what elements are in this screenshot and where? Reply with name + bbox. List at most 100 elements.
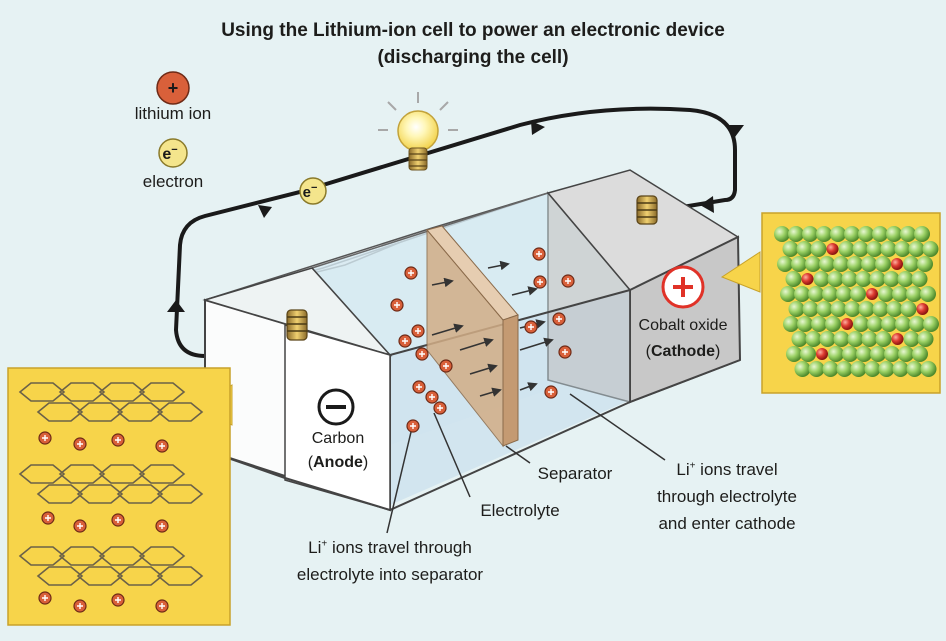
right-callout-line-1: Li+ ions travel [676, 460, 778, 479]
cobalt-oxide-sphere [856, 346, 872, 362]
cobalt-oxide-sphere [777, 256, 793, 272]
cobalt-oxide-sphere [796, 241, 813, 257]
cobalt-oxide-sphere [822, 286, 838, 302]
graphite-hexagon [98, 464, 146, 484]
cobalt-oxide-sphere [914, 226, 930, 242]
cobalt-oxide-callout [720, 212, 941, 394]
cobalt-oxide-sphere [791, 331, 808, 347]
circuit-wire [173, 106, 737, 359]
cobalt-oxide-sphere [808, 286, 824, 302]
cobalt-oxide-sphere [869, 271, 886, 287]
cobalt-oxide-sphere [782, 241, 799, 257]
cobalt-oxide-sphere [897, 271, 914, 287]
cobalt-oxide-sphere [819, 256, 835, 272]
cobalt-oxide-sphere [810, 241, 827, 257]
graphite-hexagon [36, 484, 84, 504]
electron-label: electron [142, 172, 204, 191]
cobalt-oxide-sphere [800, 346, 816, 362]
cobalt-oxide-sphere [794, 286, 810, 302]
graphite-hexagon [36, 566, 84, 586]
cobalt-oxide-sphere [841, 271, 858, 287]
cobalt-oxide-sphere [875, 256, 891, 272]
cobalt-oxide-sphere [870, 346, 886, 362]
cobalt-oxide-sphere [895, 316, 911, 332]
anode-role-label: (Anode) [307, 454, 369, 471]
anode-lithium-ion [41, 511, 55, 525]
anode-lithium-ion [73, 519, 87, 533]
cobalt-oxide-sphere [836, 361, 853, 377]
cobalt-oxide-sphere [816, 226, 832, 242]
lithium-atom-sphere [891, 333, 904, 345]
graphite-hexagon [138, 382, 186, 402]
cobalt-oxide-sphere [847, 331, 864, 347]
title-line-2: (discharging the cell) [377, 47, 569, 68]
cobalt-oxide-sphere [864, 361, 881, 377]
wire-electron-icon: e− [299, 177, 327, 205]
cobalt-oxide-sphere [880, 241, 897, 257]
anode-lithium-ion [73, 599, 87, 613]
cobalt-oxide-sphere [922, 241, 939, 257]
lithium-ion-legend-icon: + [156, 71, 190, 105]
cobalt-oxide-sphere [828, 346, 844, 362]
cobalt-oxide-sphere [852, 241, 869, 257]
cobalt-oxide-sphere [875, 331, 892, 347]
cobalt-oxide-sphere [819, 331, 836, 347]
cobalt-oxide-sphere [830, 226, 846, 242]
graphite-hexagon [18, 382, 66, 402]
graphite-hexagon [116, 484, 164, 504]
cobalt-oxide-sphere [858, 226, 874, 242]
anode-lithium-ion [111, 593, 125, 607]
cobalt-oxide-sphere [844, 301, 861, 317]
cobalt-oxide-sphere [805, 256, 821, 272]
anode-lithium-ion [155, 439, 169, 453]
cobalt-oxide-sphere [884, 346, 900, 362]
cobalt-oxide-sphere [906, 286, 922, 302]
light-bulb-icon [378, 92, 458, 171]
cobalt-oxide-sphere [892, 361, 909, 377]
cobalt-oxide-sphere [917, 331, 934, 347]
lithium-atom-sphere [891, 258, 903, 270]
graphite-hexagon [138, 546, 186, 566]
cobalt-oxide-sphere [900, 226, 916, 242]
graphite-hexagon [98, 546, 146, 566]
cobalt-oxide-sphere [853, 316, 869, 332]
cobalt-oxide-sphere [794, 361, 811, 377]
cobalt-oxide-sphere [805, 331, 822, 347]
graphite-hexagon [116, 402, 164, 422]
cobalt-oxide-sphere [825, 316, 841, 332]
svg-text:+: + [168, 78, 179, 98]
cobalt-oxide-sphere [836, 286, 852, 302]
graphite-hexagon [18, 546, 66, 566]
cobalt-oxide-sphere [917, 256, 933, 272]
graphite-hexagon [156, 484, 204, 504]
cobalt-oxide-sphere [892, 286, 908, 302]
cobalt-oxide-sphere [900, 301, 917, 317]
cobalt-oxide-sphere [923, 316, 939, 332]
cobalt-oxide-sphere [830, 301, 847, 317]
cobalt-oxide-sphere [844, 226, 860, 242]
anode-lithium-ion [38, 591, 52, 605]
anode-lithium-ion [155, 599, 169, 613]
cobalt-oxide-sphere [791, 256, 807, 272]
right-callout-line-2: through electrolyte [657, 487, 797, 506]
cobalt-oxide-sphere [886, 301, 903, 317]
cobalt-oxide-sphere [903, 331, 920, 347]
lithium-atom-sphere [801, 273, 814, 285]
cobalt-oxide-sphere [780, 286, 796, 302]
graphite-hexagon [58, 464, 106, 484]
cobalt-oxide-sphere [908, 241, 925, 257]
graphite-hexagon [156, 566, 204, 586]
cobalt-oxide-sphere [911, 271, 928, 287]
cobalt-oxide-sphere [850, 361, 867, 377]
cobalt-oxide-sphere [802, 226, 818, 242]
graphite-callout [7, 367, 233, 626]
left-callout-line-1: Li+ ions travel through [308, 538, 472, 557]
cobalt-oxide-sphere [883, 271, 900, 287]
graphite-hexagon [76, 566, 124, 586]
lithium-ion-label: lithium ion [134, 104, 212, 123]
minus-sign-icon [317, 388, 355, 426]
cobalt-oxide-sphere [878, 361, 895, 377]
cobalt-oxide-sphere [833, 331, 850, 347]
